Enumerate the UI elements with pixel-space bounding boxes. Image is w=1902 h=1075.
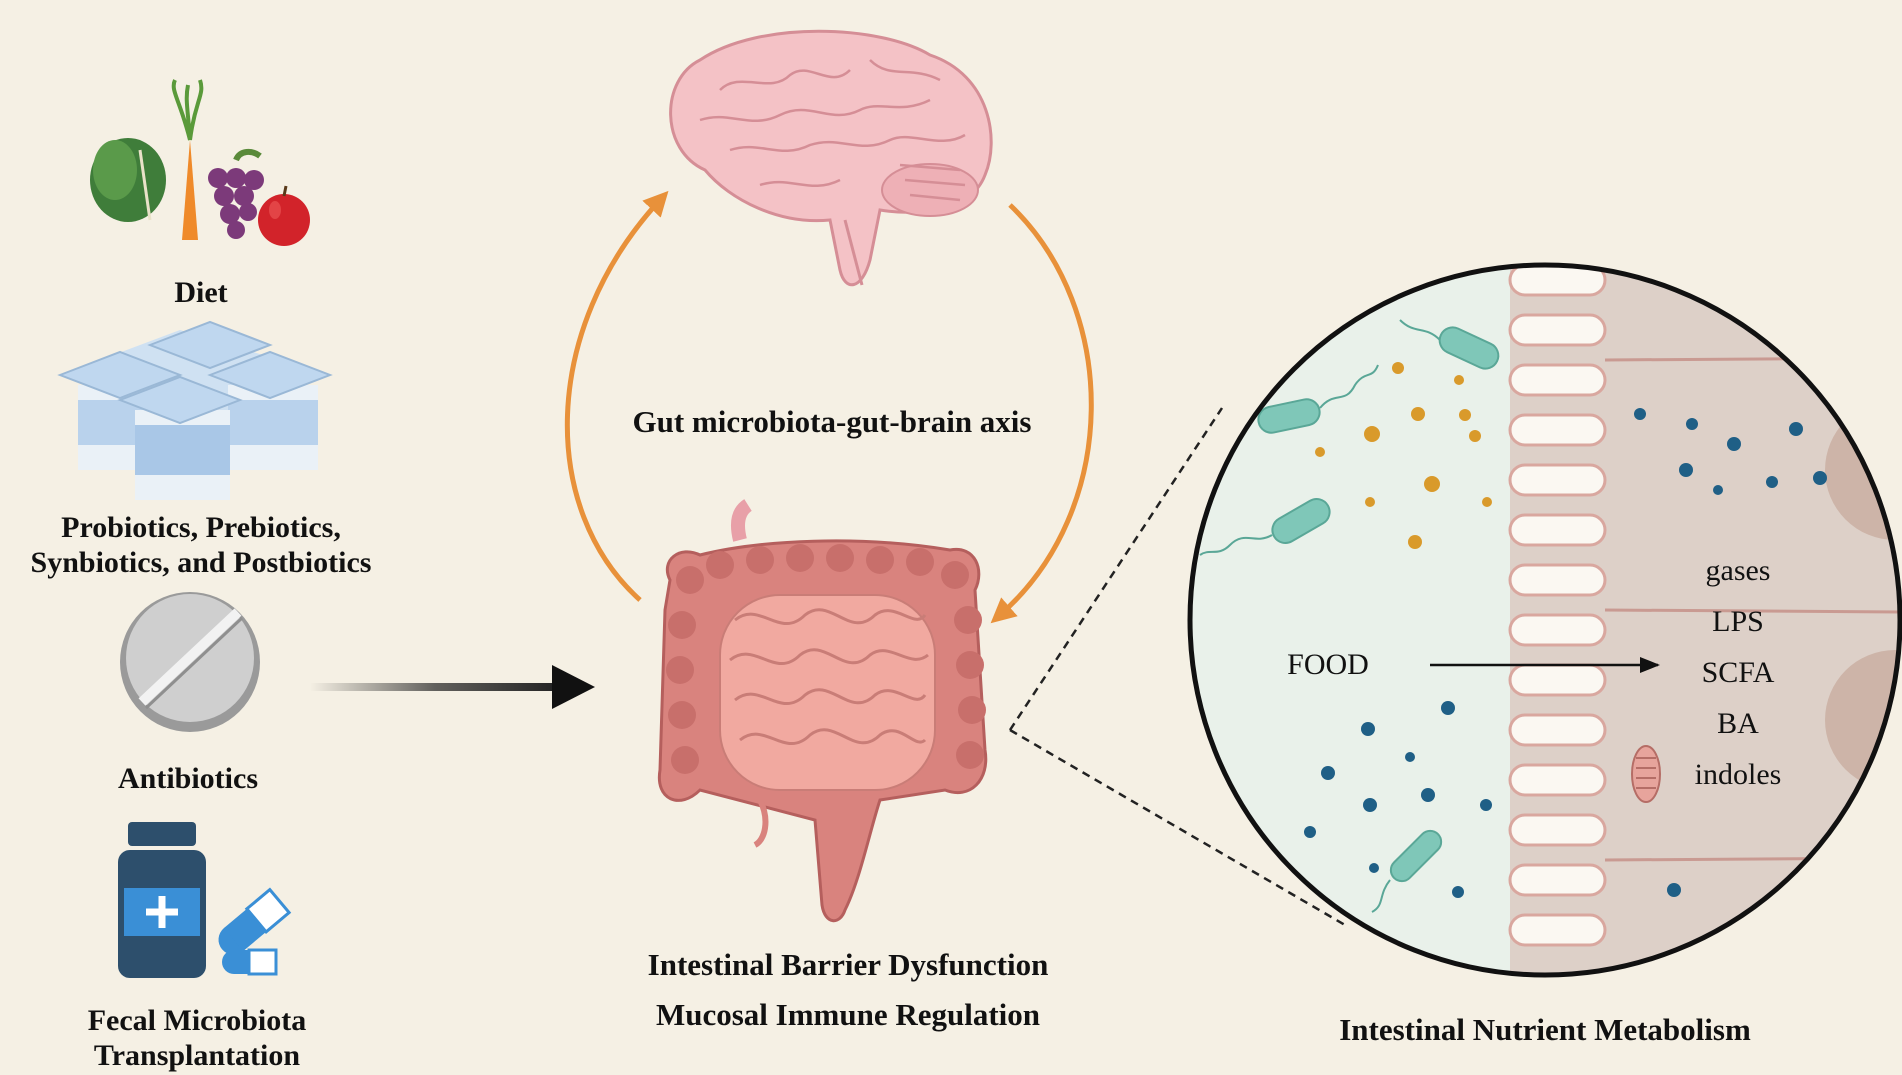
antibiotics-label: Antibiotics <box>118 762 258 795</box>
zoom-circle <box>1187 262 1902 978</box>
metabolite-ba: BA <box>1717 707 1759 740</box>
food-label: FOOD <box>1287 648 1369 681</box>
cycle-arrow-up <box>564 190 669 602</box>
zoom-line-bottom <box>1009 728 1346 927</box>
immune-regulation-label: Mucosal Immune Regulation <box>656 997 1040 1032</box>
barrier-dysfunction-label: Intestinal Barrier Dysfunction <box>648 947 1049 982</box>
metabolite-indoles: indoles <box>1695 758 1782 791</box>
fmt-label-line1: Fecal Microbiota <box>88 1004 307 1037</box>
metabolite-gases: gases <box>1706 554 1771 587</box>
probiotics-label-line1: Probiotics, Prebiotics, <box>61 511 341 544</box>
yogurt-cups-icon <box>57 320 333 500</box>
metabolite-lps: LPS <box>1712 605 1764 638</box>
vegetables-fruit-icon <box>90 79 310 246</box>
fmt-label-line2: Transplantation <box>94 1039 300 1072</box>
axis-label: Gut microbiota-gut-brain axis <box>633 404 1032 439</box>
medicine-bottle-capsule-icon <box>118 822 292 978</box>
diet-label: Diet <box>174 276 227 309</box>
pill-tablet-icon <box>120 592 260 732</box>
nutrient-metabolism-caption: Intestinal Nutrient Metabolism <box>1339 1012 1751 1047</box>
metabolite-scfa: SCFA <box>1702 656 1775 689</box>
brain-icon <box>669 29 993 287</box>
mitochondrion-icon <box>1631 745 1661 803</box>
probiotics-label-line2: Synbiotics, and Postbiotics <box>31 546 372 579</box>
intestine-icon <box>657 499 988 923</box>
cycle-arrow-down <box>990 203 1094 624</box>
influence-arrow <box>310 665 595 709</box>
